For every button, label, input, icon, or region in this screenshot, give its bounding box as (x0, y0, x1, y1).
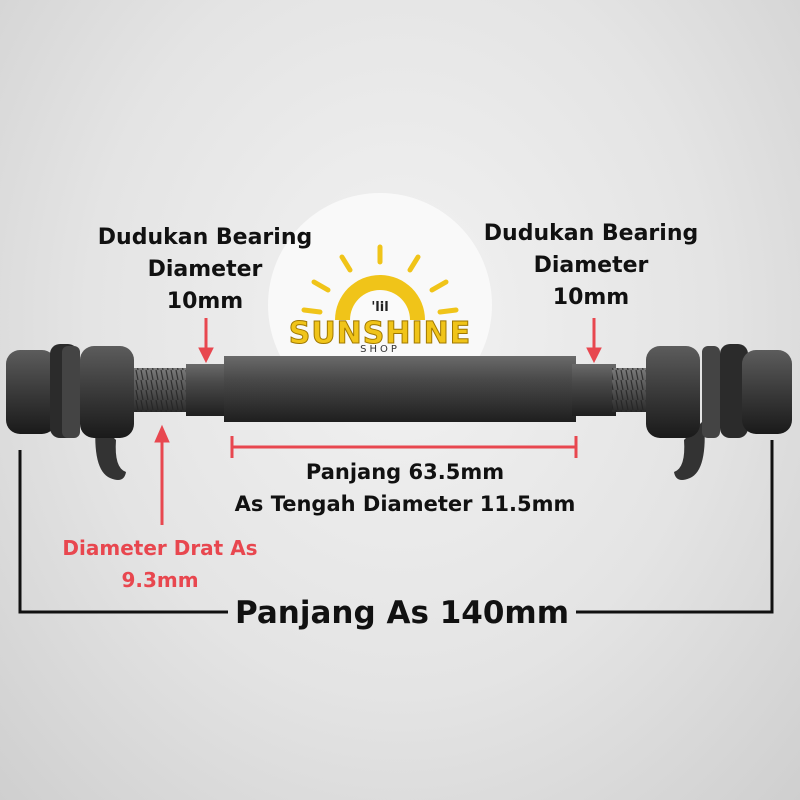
thread-arrow (154, 424, 170, 525)
sun-icon (301, 244, 459, 315)
left-bearing-label: Dudukan Bearing Diameter 10mm (80, 222, 330, 318)
left-bearing-size: 10mm (166, 289, 244, 314)
right-bearing-seat (572, 364, 616, 416)
logo-sub: SHOP (360, 344, 400, 355)
logo-small-text: 'lil (371, 300, 389, 315)
middle-shaft-label: Panjang 63.5mm As Tengah Diameter 11.5mm (200, 456, 610, 520)
middle-diameter: As Tengah Diameter 11.5mm (234, 492, 576, 516)
left-bearing-seat (186, 364, 228, 416)
left-bearing-arrow (198, 318, 214, 364)
right-bearing-label: Dudukan Bearing Diameter 10mm (466, 218, 716, 314)
middle-shaft (224, 356, 576, 422)
left-bearing-title: Dudukan Bearing (97, 225, 313, 250)
right-bearing-arrow (586, 318, 602, 364)
left-bearing-diameter: Diameter (147, 257, 263, 282)
right-nut-assembly (646, 344, 792, 480)
thread-size: 9.3mm (121, 568, 199, 592)
middle-length: Panjang 63.5mm (305, 460, 505, 484)
logo-brand: SUNSHINE (288, 316, 472, 352)
total-length-bracket (18, 440, 774, 614)
right-bearing-title: Dudukan Bearing (483, 221, 699, 246)
right-bearing-size: 10mm (552, 285, 630, 310)
thread-title: Diameter Drat As (62, 536, 258, 560)
total-length-label: Panjang As 140mm (234, 595, 570, 631)
right-bearing-diameter: Diameter (533, 253, 649, 278)
left-nut-assembly (6, 344, 134, 480)
middle-length-bracket (230, 436, 578, 458)
thread-diameter-label: Diameter Drat As 9.3mm (30, 532, 290, 596)
